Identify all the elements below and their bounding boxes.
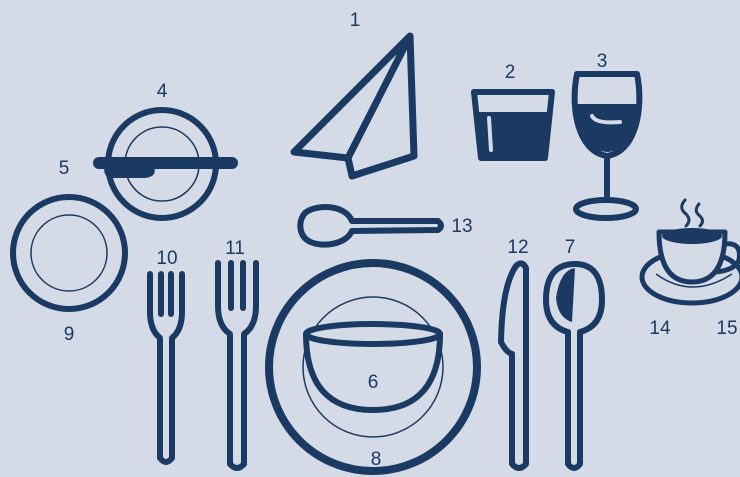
label-wine-glass: 3 <box>597 51 608 72</box>
soup-bowl-icon <box>306 324 440 410</box>
wine-glass-icon <box>575 74 640 218</box>
label-dessert-spoon: 13 <box>451 216 472 237</box>
dessert-spoon-icon <box>300 207 441 245</box>
label-dinner-knife: 12 <box>507 237 528 258</box>
coffee-cup-icon <box>659 228 739 282</box>
label-salad-plate: 9 <box>64 324 75 345</box>
label-water-glass: 2 <box>505 62 516 83</box>
salad-plate-icon <box>13 197 125 309</box>
label-coffee-cup: 14 <box>649 318 671 339</box>
label-soup-spoon: 7 <box>565 237 576 258</box>
salad-fork-icon <box>150 274 182 462</box>
dinner-fork-icon <box>218 263 256 468</box>
label-bread-plate: 4 <box>157 81 168 102</box>
label-soup-bowl: 6 <box>368 372 379 393</box>
label-saucer: 15 <box>716 318 737 339</box>
label-napkin: 1 <box>350 10 361 31</box>
soup-spoon-icon <box>546 264 602 468</box>
steam-icon <box>682 200 703 226</box>
label-charger-plate: 8 <box>371 449 382 470</box>
napkin-icon <box>294 36 414 176</box>
label-dinner-fork: 11 <box>225 238 245 259</box>
dinner-knife-icon <box>501 263 526 468</box>
label-butter-knife: 5 <box>59 158 70 179</box>
label-salad-fork: 10 <box>156 248 177 269</box>
water-glass-icon <box>474 92 552 158</box>
